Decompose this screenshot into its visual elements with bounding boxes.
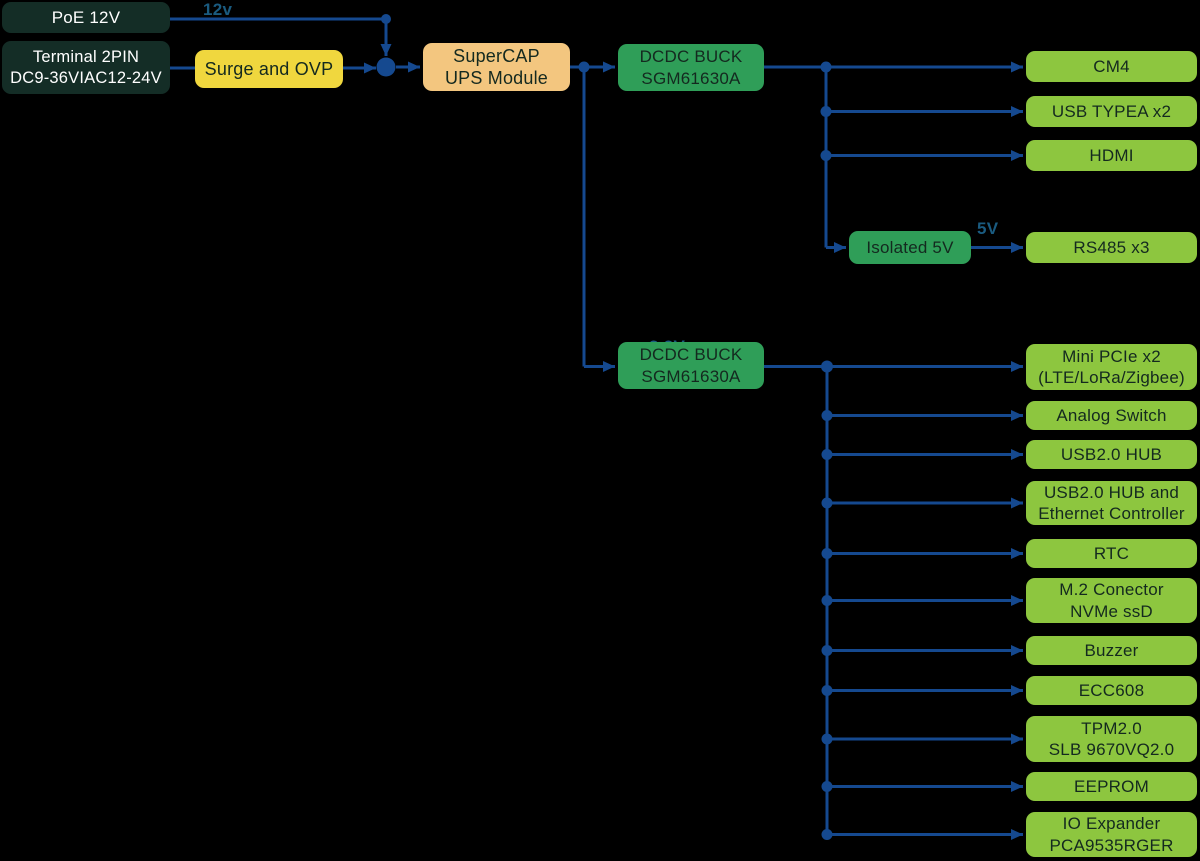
peripheral-box-usb-typea: USB TYPEA x2 (1026, 96, 1197, 127)
merge-node (376, 57, 396, 77)
supercap-ups-box: SuperCAP UPS Module (423, 43, 570, 91)
wire-label-5v: 5V (977, 219, 999, 238)
peripheral-box-buzzer: Buzzer (1026, 636, 1197, 665)
wire-label-12v: 12v (203, 0, 233, 19)
peripheral-box-mini-pcie: Mini PCIe x2 (LTE/LoRa/Zigbee) (1026, 344, 1197, 390)
dcdc-buck-5v-box: DCDC BUCK SGM61630A (618, 44, 764, 91)
peripheral-box-usb-hub-ethernet: USB2.0 HUB and Ethernet Controller (1026, 481, 1197, 525)
peripheral-box-ecc608: ECC608 (1026, 676, 1197, 705)
peripheral-box-analog-switch: Analog Switch (1026, 401, 1197, 430)
peripheral-box-rtc: RTC (1026, 539, 1197, 568)
peripheral-box-eeprom: EEPROM (1026, 772, 1197, 801)
dcdc-buck-3v3-box: DCDC BUCK SGM61630A (618, 342, 764, 389)
isolated-5v-box: Isolated 5V (849, 231, 971, 264)
peripheral-box-usb-hub: USB2.0 HUB (1026, 440, 1197, 469)
peripheral-box-m2-nvme: M.2 Conector NVMe ssD (1026, 578, 1197, 623)
peripheral-box-tpm: TPM2.0 SLB 9670VQ2.0 (1026, 716, 1197, 762)
peripheral-box-cm4: CM4 (1026, 51, 1197, 82)
poe-source-box: PoE 12V (2, 2, 170, 33)
surge-ovp-box: Surge and OVP (195, 50, 343, 88)
peripheral-box-io-expander: IO Expander PCA9535RGER (1026, 812, 1197, 857)
peripheral-box-rs485: RS485 x3 (1026, 232, 1197, 263)
peripheral-box-hdmi: HDMI (1026, 140, 1197, 171)
terminal-source-box: Terminal 2PIN DC9-36VIAC12-24V (2, 41, 170, 94)
